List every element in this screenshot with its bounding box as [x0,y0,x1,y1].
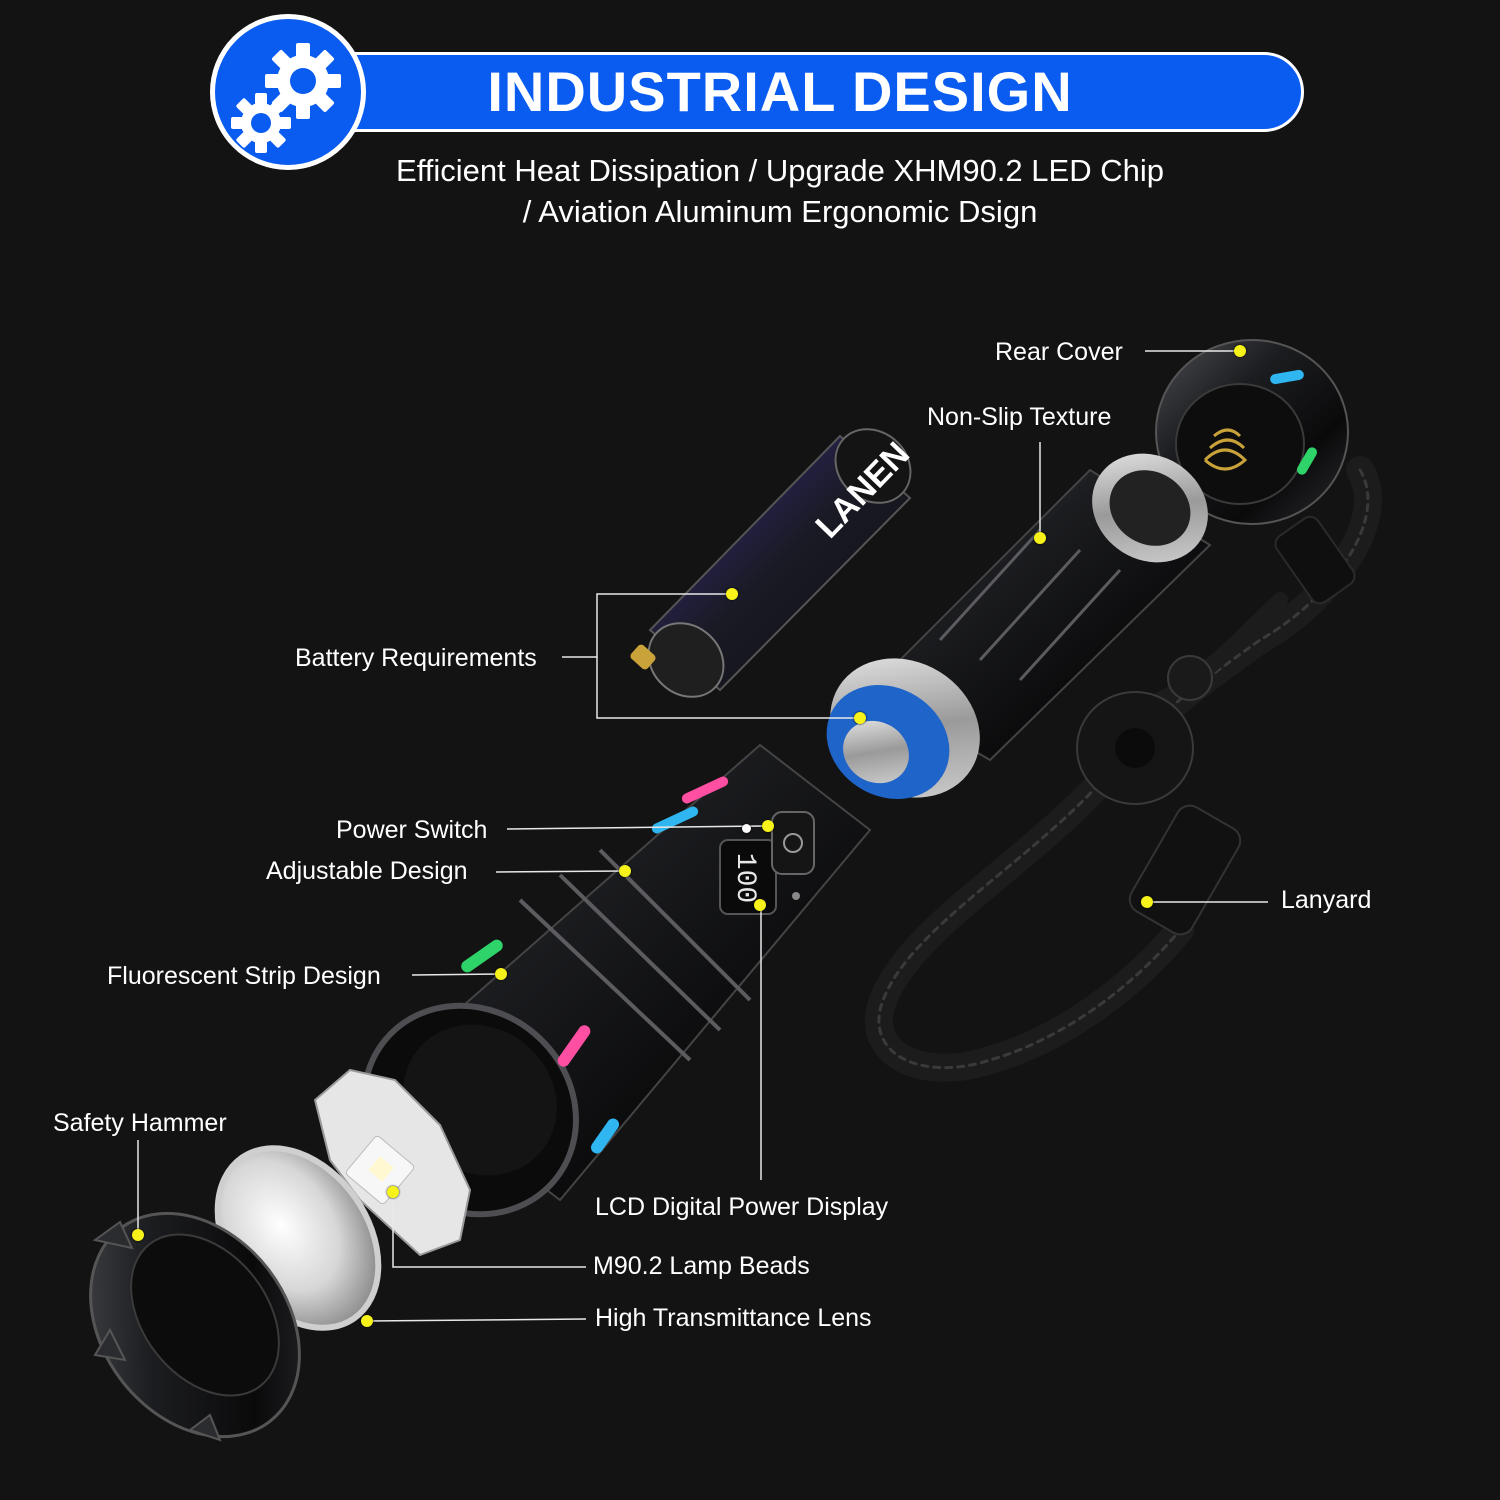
label-non-slip-texture: Non-Slip Texture [927,403,1112,431]
leader-fluorescent [411,973,502,976]
marker-fluorescent [495,968,507,980]
safety-hammer-bezel [89,1211,301,1442]
battery: LANEN [630,428,917,698]
marker-lanyard [1141,896,1153,908]
marker-battery [726,588,738,600]
leader-power-switch [506,825,769,830]
label-power-switch: Power Switch [336,816,488,844]
marker-safety-hammer [132,1229,144,1241]
marker-lamp-beads [387,1186,399,1198]
label-adjustable-design: Adjustable Design [266,857,468,885]
lcd-reading: 100 [729,853,760,903]
marker-battery-connector [854,712,866,724]
gears-icon [231,43,341,153]
marker-lens [361,1315,373,1327]
marker-power-switch [762,820,774,832]
marker-rear-cover [1234,345,1246,357]
label-rear-cover: Rear Cover [995,338,1123,366]
marker-power-switch-secondary [741,823,751,833]
label-lens: High Transmittance Lens [595,1304,872,1332]
leader-battery [562,593,732,658]
marker-lcd [754,899,766,911]
lanyard-clip [1274,515,1356,605]
leader-battery-connector [596,657,860,719]
label-safety-hammer: Safety Hammer [53,1109,227,1137]
gears-badge [210,14,366,170]
page-title: INDUSTRIAL DESIGN [487,60,1073,123]
label-lcd-display: LCD Digital Power Display [595,1193,889,1221]
marker-non-slip [1034,532,1046,544]
leader-lamp-beads [392,1192,586,1268]
label-lamp-beads: M90.2 Lamp Beads [593,1252,810,1280]
body-tube [826,453,1212,799]
lanyard-slider-bead [1167,655,1213,701]
subtitle-line-1: Efficient Heat Dissipation / Upgrade XHM… [396,153,1164,188]
leader-lens [366,1318,587,1322]
label-fluorescent-strip: Fluorescent Strip Design [107,962,381,990]
label-lanyard: Lanyard [1281,886,1372,914]
subtitle: Efficient Heat Dissipation / Upgrade XHM… [250,150,1310,232]
leader-adjustable [495,870,626,873]
label-battery-requirements: Battery Requirements [295,644,537,672]
title-banner [312,52,1304,132]
marker-adjustable [619,865,631,877]
rear-cover [1155,339,1349,525]
subtitle-line-2: / Aviation Aluminum Ergonomic Dsign [522,194,1038,229]
